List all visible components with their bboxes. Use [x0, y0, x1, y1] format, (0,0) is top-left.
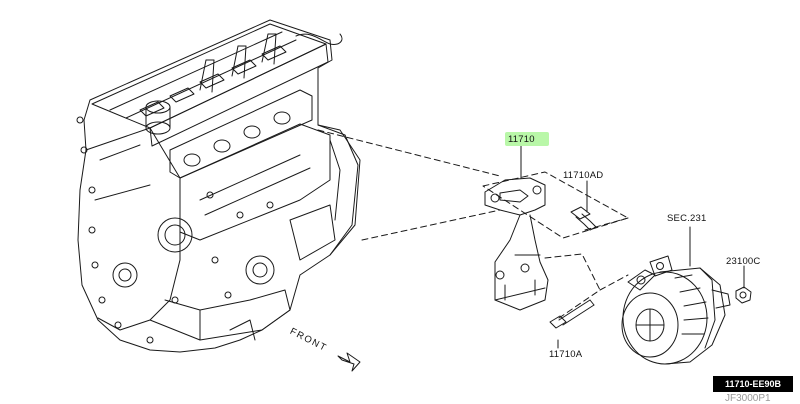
label-11710ad[interactable]: 11710AD	[563, 170, 604, 181]
nut-23100c	[735, 286, 752, 304]
label-23100c[interactable]: 23100C	[726, 256, 761, 267]
engine-block	[76, 19, 361, 353]
label-11710a[interactable]: 11710A	[549, 349, 583, 360]
footer-code: JF3000P1	[725, 393, 771, 404]
front-arrow-icon	[337, 352, 361, 372]
bracket-part	[484, 177, 549, 311]
label-sec231[interactable]: SEC.231	[667, 213, 707, 224]
alternator	[621, 255, 731, 365]
bolt-11710ad	[570, 206, 597, 231]
diagram-code-badge: 11710-EE90B	[713, 376, 793, 392]
label-11710[interactable]: 11710	[508, 134, 535, 145]
dashed-leader-lines	[317, 129, 629, 319]
bolt-11710a	[549, 299, 595, 329]
part-highlight	[505, 132, 549, 146]
